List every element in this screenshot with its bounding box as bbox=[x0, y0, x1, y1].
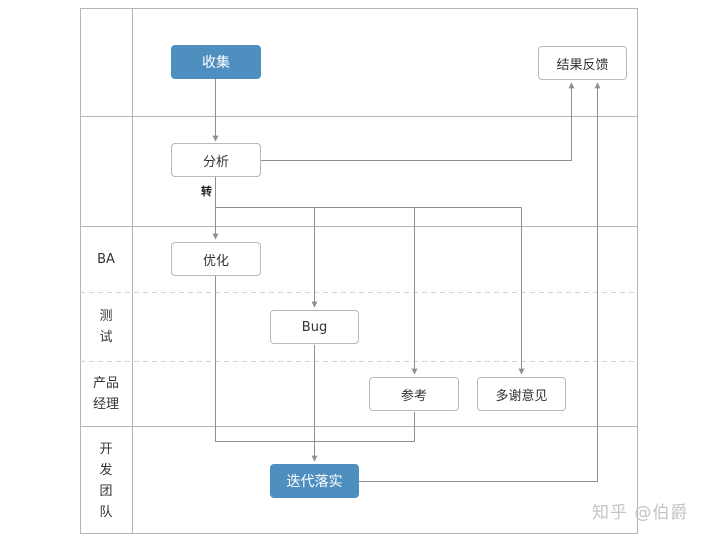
diagram-frame bbox=[80, 8, 638, 534]
node-collect[interactable]: 收集 bbox=[171, 45, 261, 79]
node-analyze[interactable]: 分析 bbox=[171, 143, 261, 177]
node-feedback[interactable]: 结果反馈 bbox=[538, 46, 627, 80]
connector-implement-feedback bbox=[359, 82, 601, 482]
watermark: 知乎 @伯爵 bbox=[592, 503, 689, 523]
lane-label-dev-team: 开发团队 bbox=[99, 442, 113, 520]
node-thanks[interactable]: 多谢意见 bbox=[477, 377, 566, 411]
lane-label-ba: BA bbox=[97, 251, 115, 267]
lane-label-product-manager: 产品经理 bbox=[92, 376, 119, 412]
connector-analyze-feedback bbox=[261, 82, 575, 161]
node-reference[interactable]: 参考 bbox=[369, 377, 459, 411]
lane-label-testing: 测试 bbox=[99, 309, 113, 345]
edge-label-transfer: 转 bbox=[201, 185, 212, 198]
node-optimize[interactable]: 优化 bbox=[171, 242, 261, 276]
node-bug[interactable]: Bug bbox=[270, 310, 359, 344]
node-implement[interactable]: 迭代落实 bbox=[270, 464, 359, 498]
